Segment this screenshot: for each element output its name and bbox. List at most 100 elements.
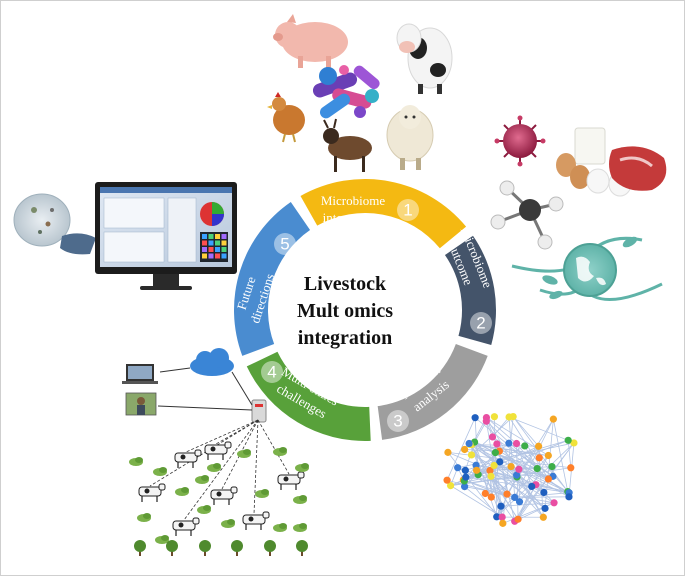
wireless-link [215,419,259,445]
network-edge [489,470,570,494]
grass-tuft-icon [293,495,307,504]
segment-1: Microbiome interactions 1 [321,193,419,225]
network-node [465,439,473,448]
network-edge [493,465,554,477]
hub-title-line-1: Livestock [304,273,387,295]
network-node [512,439,521,448]
network-edge [492,436,554,477]
heatmap-cell [202,234,207,239]
network-edge [464,450,500,482]
network-node [490,413,499,421]
heatmap-cell [208,253,214,259]
hub-title: Livestock Mult omics integration [297,273,393,349]
segment-5-number: 5 [280,235,289,254]
segment-1-label-line-2: interactions [323,210,384,225]
cow-sensor-icon [174,449,202,468]
segment-1-number-badge [397,199,419,221]
cow-sensor-icon [242,511,270,530]
wireless-link [253,419,259,515]
cow-sensor-icon [204,441,232,460]
network-edge [492,416,510,438]
network-edge [508,442,554,477]
segment-1-label-line-1: Microbiome [321,193,385,208]
network-node [514,515,522,523]
petri-dish-icon [13,193,96,255]
segment-3-number-badge [387,410,409,432]
network-node [461,483,469,491]
network-edge [450,465,495,486]
network-edge [517,484,537,520]
network-node [493,440,501,448]
network-node [541,504,549,512]
tree-icon [231,540,243,556]
wireless-link [149,419,259,487]
segment-5-number-badge [274,233,296,255]
ring-center [269,214,461,406]
network-node [570,439,578,447]
network-node [493,513,501,521]
network-node [454,464,462,472]
grass-tuft-icon [273,447,287,456]
grass-tuft-icon [129,457,143,466]
ring-segment-2 [444,235,497,346]
tree-icon [264,540,276,556]
meat-icon [609,146,667,191]
network-node [540,488,548,497]
heatmap-cell [208,234,214,239]
network-edge [463,479,508,495]
cloud-icon [190,348,234,376]
network-node [461,445,469,454]
network-node [564,436,572,444]
heatmap-cell [221,247,227,252]
network-node [482,414,491,422]
network-node [549,415,557,423]
grass-tuft-icon [221,519,235,528]
network-edge [517,486,533,520]
heatmap-cell [215,240,220,246]
farmer-photo-icon [125,392,157,416]
ring-segment-4 [246,351,371,441]
network-edge [469,443,549,456]
iot-gateway-icon [251,399,267,423]
grass-tuft-icon [255,489,269,498]
grass-tuft-icon [195,475,209,484]
network-edge [471,444,538,469]
grass-tuft-icon [137,513,151,522]
network-node [497,502,505,510]
cow-icon [396,23,453,94]
network-node [444,448,452,456]
tree-icon [166,540,178,556]
network-node [503,490,511,498]
network-edge [508,416,569,441]
network-node [565,493,573,501]
segment-2-number-badge [470,312,492,334]
heatmap-cell [221,253,227,259]
network-node [498,513,506,521]
heatmap-cell [208,247,214,252]
iot-farm-illustration [122,348,309,556]
network-node [488,433,497,441]
earth-sustainability-icon [511,236,663,301]
network-node [486,466,494,475]
network-node [491,449,499,457]
heatmap-cell [208,240,214,246]
livestock-animals-illustration [267,14,453,172]
network-edge [499,450,570,494]
segment-4-number-badge [261,361,283,383]
network-edge [496,443,516,522]
network-node [535,442,543,450]
grass-tuft-icon [155,535,169,544]
network-edge [474,441,504,524]
network-edge [475,465,516,522]
network-edge [524,445,538,469]
segment-1-number: 1 [403,201,412,220]
cow-sensor-icon [210,486,238,505]
network-edge [518,468,570,494]
wireless-link [257,419,290,475]
segment-2-number: 2 [476,314,485,333]
network-edge [450,485,503,518]
laptop-icon [122,364,158,384]
network-node [505,413,513,421]
segment-3-number: 3 [393,412,402,431]
